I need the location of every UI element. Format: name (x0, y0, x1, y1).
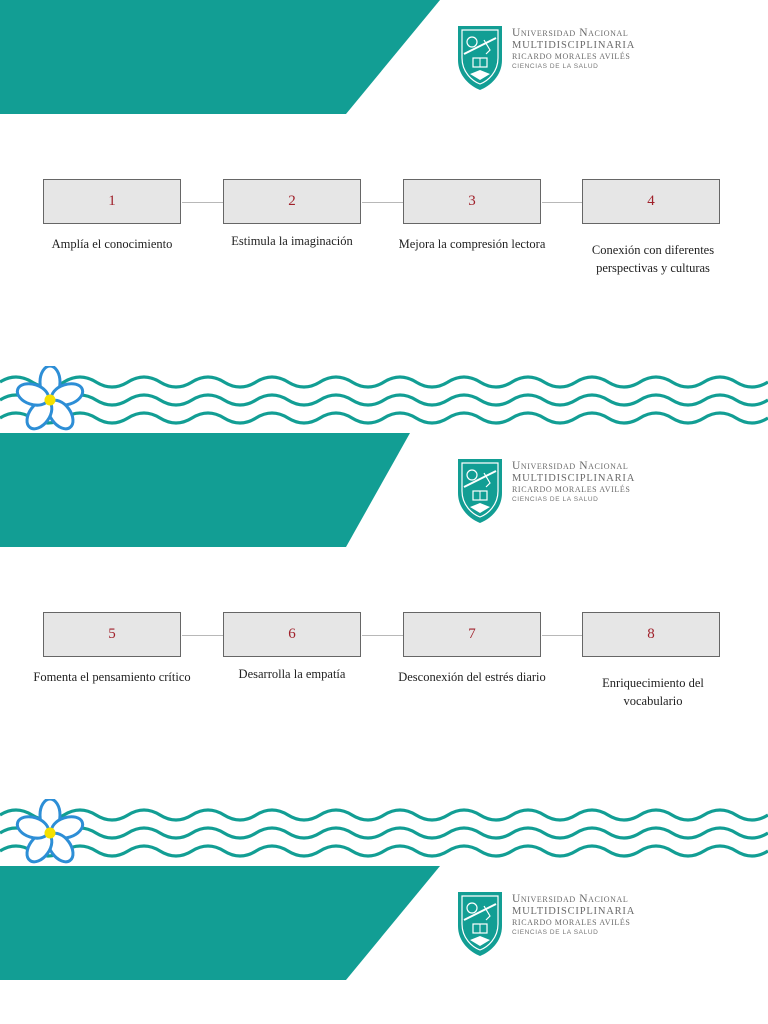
wave-divider (0, 799, 768, 864)
step-number: 7 (468, 626, 476, 642)
university-logo: Universidad Nacional MULTIDISCIPLINARIA … (456, 24, 756, 94)
step-caption-3: Mejora la compresión lectora (398, 237, 546, 251)
step-box-4: 4 (582, 179, 720, 224)
university-name-line2: MULTIDISCIPLINARIA (512, 472, 636, 484)
step-caption-8: Enriquecimiento del vocabulario (602, 676, 704, 708)
university-faculty: CIENCIAS DE LA SALUD (512, 496, 599, 503)
university-name-line3: RICARDO MORALES AVILÉS (512, 52, 631, 61)
connector (362, 202, 404, 203)
step-number: 6 (288, 626, 296, 642)
step-box-3: 3 (403, 179, 541, 224)
step-caption-6: Desarrolla la empatía (238, 667, 346, 681)
step-number: 3 (468, 193, 476, 209)
university-faculty: CIENCIAS DE LA SALUD (512, 929, 599, 936)
step-number: 5 (108, 626, 116, 642)
steps-row-1: 1 2 3 4 Amplía el conocimiento Estimula … (0, 179, 768, 319)
steps-row-2: 5 6 7 8 Fomenta el pensamiento crítico D… (0, 612, 768, 752)
step-box-5: 5 (43, 612, 181, 657)
connector (182, 635, 224, 636)
connector (362, 635, 404, 636)
teal-banner (0, 0, 440, 114)
step-caption-1: Amplía el conocimiento (51, 237, 173, 251)
step-box-6: 6 (223, 612, 361, 657)
teal-banner (0, 866, 440, 980)
university-name-line2: MULTIDISCIPLINARIA (512, 905, 636, 917)
university-shield-icon (458, 892, 502, 956)
step-caption-4: Conexión con diferentes perspectivas y c… (591, 243, 715, 275)
university-name-line1: Universidad Nacional (512, 460, 629, 472)
step-number: 1 (108, 193, 116, 209)
flower-icon (15, 366, 85, 431)
university-faculty: CIENCIAS DE LA SALUD (512, 63, 599, 70)
university-logo: Universidad Nacional MULTIDISCIPLINARIA … (456, 890, 756, 960)
university-shield-icon (458, 26, 502, 90)
step-number: 8 (647, 626, 655, 642)
university-name-line1: Universidad Nacional (512, 27, 629, 39)
wave-divider (0, 366, 768, 431)
university-name-line3: RICARDO MORALES AVILÉS (512, 485, 631, 494)
step-box-7: 7 (403, 612, 541, 657)
connector (542, 202, 584, 203)
university-shield-icon (458, 459, 502, 523)
step-number: 4 (647, 193, 655, 209)
step-caption-5: Fomenta el pensamiento crítico (33, 670, 191, 684)
university-name-line2: MULTIDISCIPLINARIA (512, 39, 636, 51)
step-box-1: 1 (43, 179, 181, 224)
university-name-line3: RICARDO MORALES AVILÉS (512, 918, 631, 927)
step-number: 2 (288, 193, 296, 209)
university-name-line1: Universidad Nacional (512, 893, 629, 905)
step-caption-7: Desconexión del estrés diario (398, 670, 546, 684)
step-box-2: 2 (223, 179, 361, 224)
connector (542, 635, 584, 636)
university-logo: Universidad Nacional MULTIDISCIPLINARIA … (456, 457, 756, 527)
flower-icon (15, 799, 85, 864)
teal-banner (0, 433, 410, 547)
step-box-8: 8 (582, 612, 720, 657)
step-caption-2: Estimula la imaginación (231, 234, 353, 248)
connector (182, 202, 224, 203)
